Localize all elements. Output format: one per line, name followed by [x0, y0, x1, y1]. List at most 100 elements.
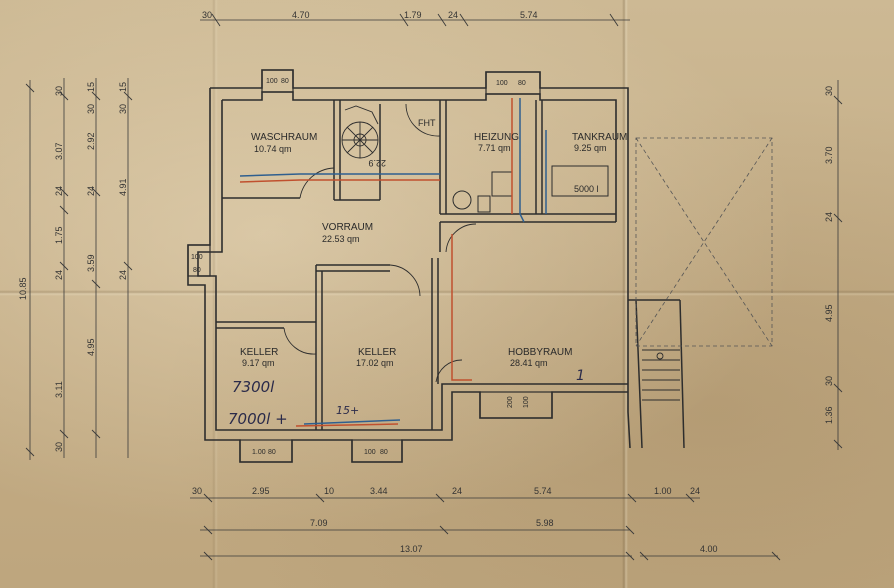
handwritten-note-3: 15+ [336, 404, 359, 417]
right-dimensions: 30 3.70 24 4.95 30 1.36 [824, 86, 834, 424]
dim-left1-4: 24 [54, 270, 64, 280]
vorraum-area: 22.53 qm [322, 234, 360, 244]
paper-fold-vertical [622, 0, 628, 588]
window-bottom-right-h: 100 [523, 396, 530, 408]
paper-fold-vertical-2 [212, 0, 218, 588]
dim-bottom1-2: 10 [324, 486, 334, 496]
dim-bottom1-1: 2.95 [252, 486, 270, 496]
heizung-name: HEIZUNG [474, 132, 519, 143]
dim-top-0: 30 [202, 10, 212, 20]
dim-right-0: 30 [824, 86, 834, 96]
bottom-dimensions-row1: 30 2.95 10 3.44 24 5.74 1.00 24 [192, 486, 700, 496]
dim-left3-2: 4.91 [118, 178, 128, 196]
fht-label: FHT [418, 118, 436, 128]
window-bottom-left-h: 80 [268, 449, 276, 456]
dim-left3-0: 15 [118, 82, 128, 92]
dim-left2-5: 4.95 [86, 338, 96, 356]
dim-left2-3: 24 [86, 186, 96, 196]
window-top-left-w: 100 [266, 78, 278, 85]
dim-left1-1: 3.07 [54, 142, 64, 160]
dim-left2-2: 2.92 [86, 132, 96, 150]
dim-left2-0: 15 [86, 82, 96, 92]
dim-left-outer: 10.85 [18, 277, 28, 300]
dim-bottom-total: 13.07 [400, 544, 423, 554]
dim-top-1: 4.70 [292, 10, 310, 20]
room-heizung: HEIZUNG 7.71 qm [474, 132, 519, 153]
handwritten-note-2: 7000l + [228, 410, 288, 428]
dim-bottom1-6: 1.00 [654, 486, 672, 496]
exterior-stair [642, 349, 680, 401]
dim-left1-2: 24 [54, 186, 64, 196]
room-waschraum: WASCHRAUM 10.74 qm [251, 132, 317, 154]
door-swings [283, 103, 477, 383]
keller-left-name: KELLER [240, 347, 278, 358]
handwritten-note-4: 1 [576, 368, 585, 384]
room-keller-mid: KELLER 17.02 qm [356, 347, 396, 368]
window-top-left-h: 80 [281, 78, 289, 85]
room-vorraum: VORRAUM 22.53 qm [322, 222, 373, 244]
dim-right-3: 4.95 [824, 304, 834, 322]
window-bottom-left-w: 1.00 [252, 449, 266, 456]
heizung-area: 7.71 qm [478, 143, 511, 153]
paper-fold-horizontal [0, 290, 894, 296]
dim-top-3: 24 [448, 10, 458, 20]
keller-mid-area: 17.02 qm [356, 358, 394, 368]
terrace-outline [635, 137, 773, 347]
dim-left1-6: 30 [54, 442, 64, 452]
waschraum-area: 10.74 qm [254, 144, 292, 154]
window-left-h: 80 [193, 267, 201, 274]
left-dimensions-col3: 15 30 4.91 24 [118, 82, 128, 280]
dim-left1-5: 3.11 [54, 381, 64, 398]
dim-left2-1: 30 [86, 104, 96, 114]
hobbyraum-area: 28.41 qm [510, 358, 548, 368]
dim-left1-3: 1.75 [54, 226, 64, 244]
dim-right-5: 1.36 [824, 406, 834, 424]
tankraum-tank: 5000 l [574, 184, 599, 194]
window-bottom-right-w: 200 [507, 396, 514, 408]
dim-bottom1-5: 5.74 [534, 486, 552, 496]
vorraum-name: VORRAUM [322, 222, 373, 233]
room-hobbyraum: HOBBYRAUM 28.41 qm [508, 347, 572, 368]
dim-bottom1-4: 24 [452, 486, 462, 496]
window-bottom-mid-h: 80 [380, 449, 388, 456]
dim-left3-3: 24 [118, 270, 128, 280]
dim-left2-4: 3.59 [86, 254, 96, 272]
dim-top-4: 5.74 [520, 10, 538, 20]
dim-left1-0: 30 [54, 86, 64, 96]
keller-mid-name: KELLER [358, 347, 396, 358]
tankraum-area: 9.25 qm [574, 143, 607, 153]
interior-walls [216, 100, 685, 449]
tankraum-name: TANKRAUM [572, 132, 627, 143]
hobbyraum-name: HOBBYRAUM [508, 347, 572, 358]
left-dimensions-col1: 30 3.07 24 1.75 24 3.11 30 [54, 86, 64, 452]
dim-top-2: 1.79 [404, 10, 422, 20]
dim-bottom-right: 4.00 [700, 544, 718, 554]
dim-right-2: 24 [824, 212, 834, 222]
room-keller-left: KELLER 9.17 qm [240, 347, 278, 368]
top-dimensions: 30 4.70 1.79 24 5.74 [202, 10, 538, 20]
dim-bottom1-3: 3.44 [370, 486, 388, 496]
bottom-dimensions-row2: 7.09 5.98 [310, 518, 554, 528]
exterior-walls [187, 69, 631, 463]
window-labels: 100 80 100 80 100 80 1.00 80 100 80 200 … [191, 78, 530, 456]
window-boxes [187, 69, 553, 463]
dim-bottom2-1: 5.98 [536, 518, 554, 528]
dim-right-1: 3.70 [824, 146, 834, 164]
window-top-right-w: 100 [496, 80, 508, 87]
window-top-right-h: 80 [518, 80, 526, 87]
keller-left-area: 9.17 qm [242, 358, 275, 368]
window-bottom-mid-w: 100 [364, 449, 376, 456]
spiral-stair [341, 105, 379, 159]
dimension-ticks [25, 13, 843, 561]
dim-right-4: 30 [824, 376, 834, 386]
dim-left3-1: 30 [118, 104, 128, 114]
window-left-w: 100 [191, 254, 203, 261]
room-tankraum: TANKRAUM 9.25 qm 5000 l [572, 132, 627, 194]
dimension-lines [29, 19, 839, 557]
handwritten-note-1: 7300l [232, 378, 275, 396]
stair-note: 22.9 [368, 158, 386, 168]
left-dimensions-col2: 15 30 2.92 24 3.59 4.95 [86, 82, 96, 356]
pipes [239, 98, 547, 427]
